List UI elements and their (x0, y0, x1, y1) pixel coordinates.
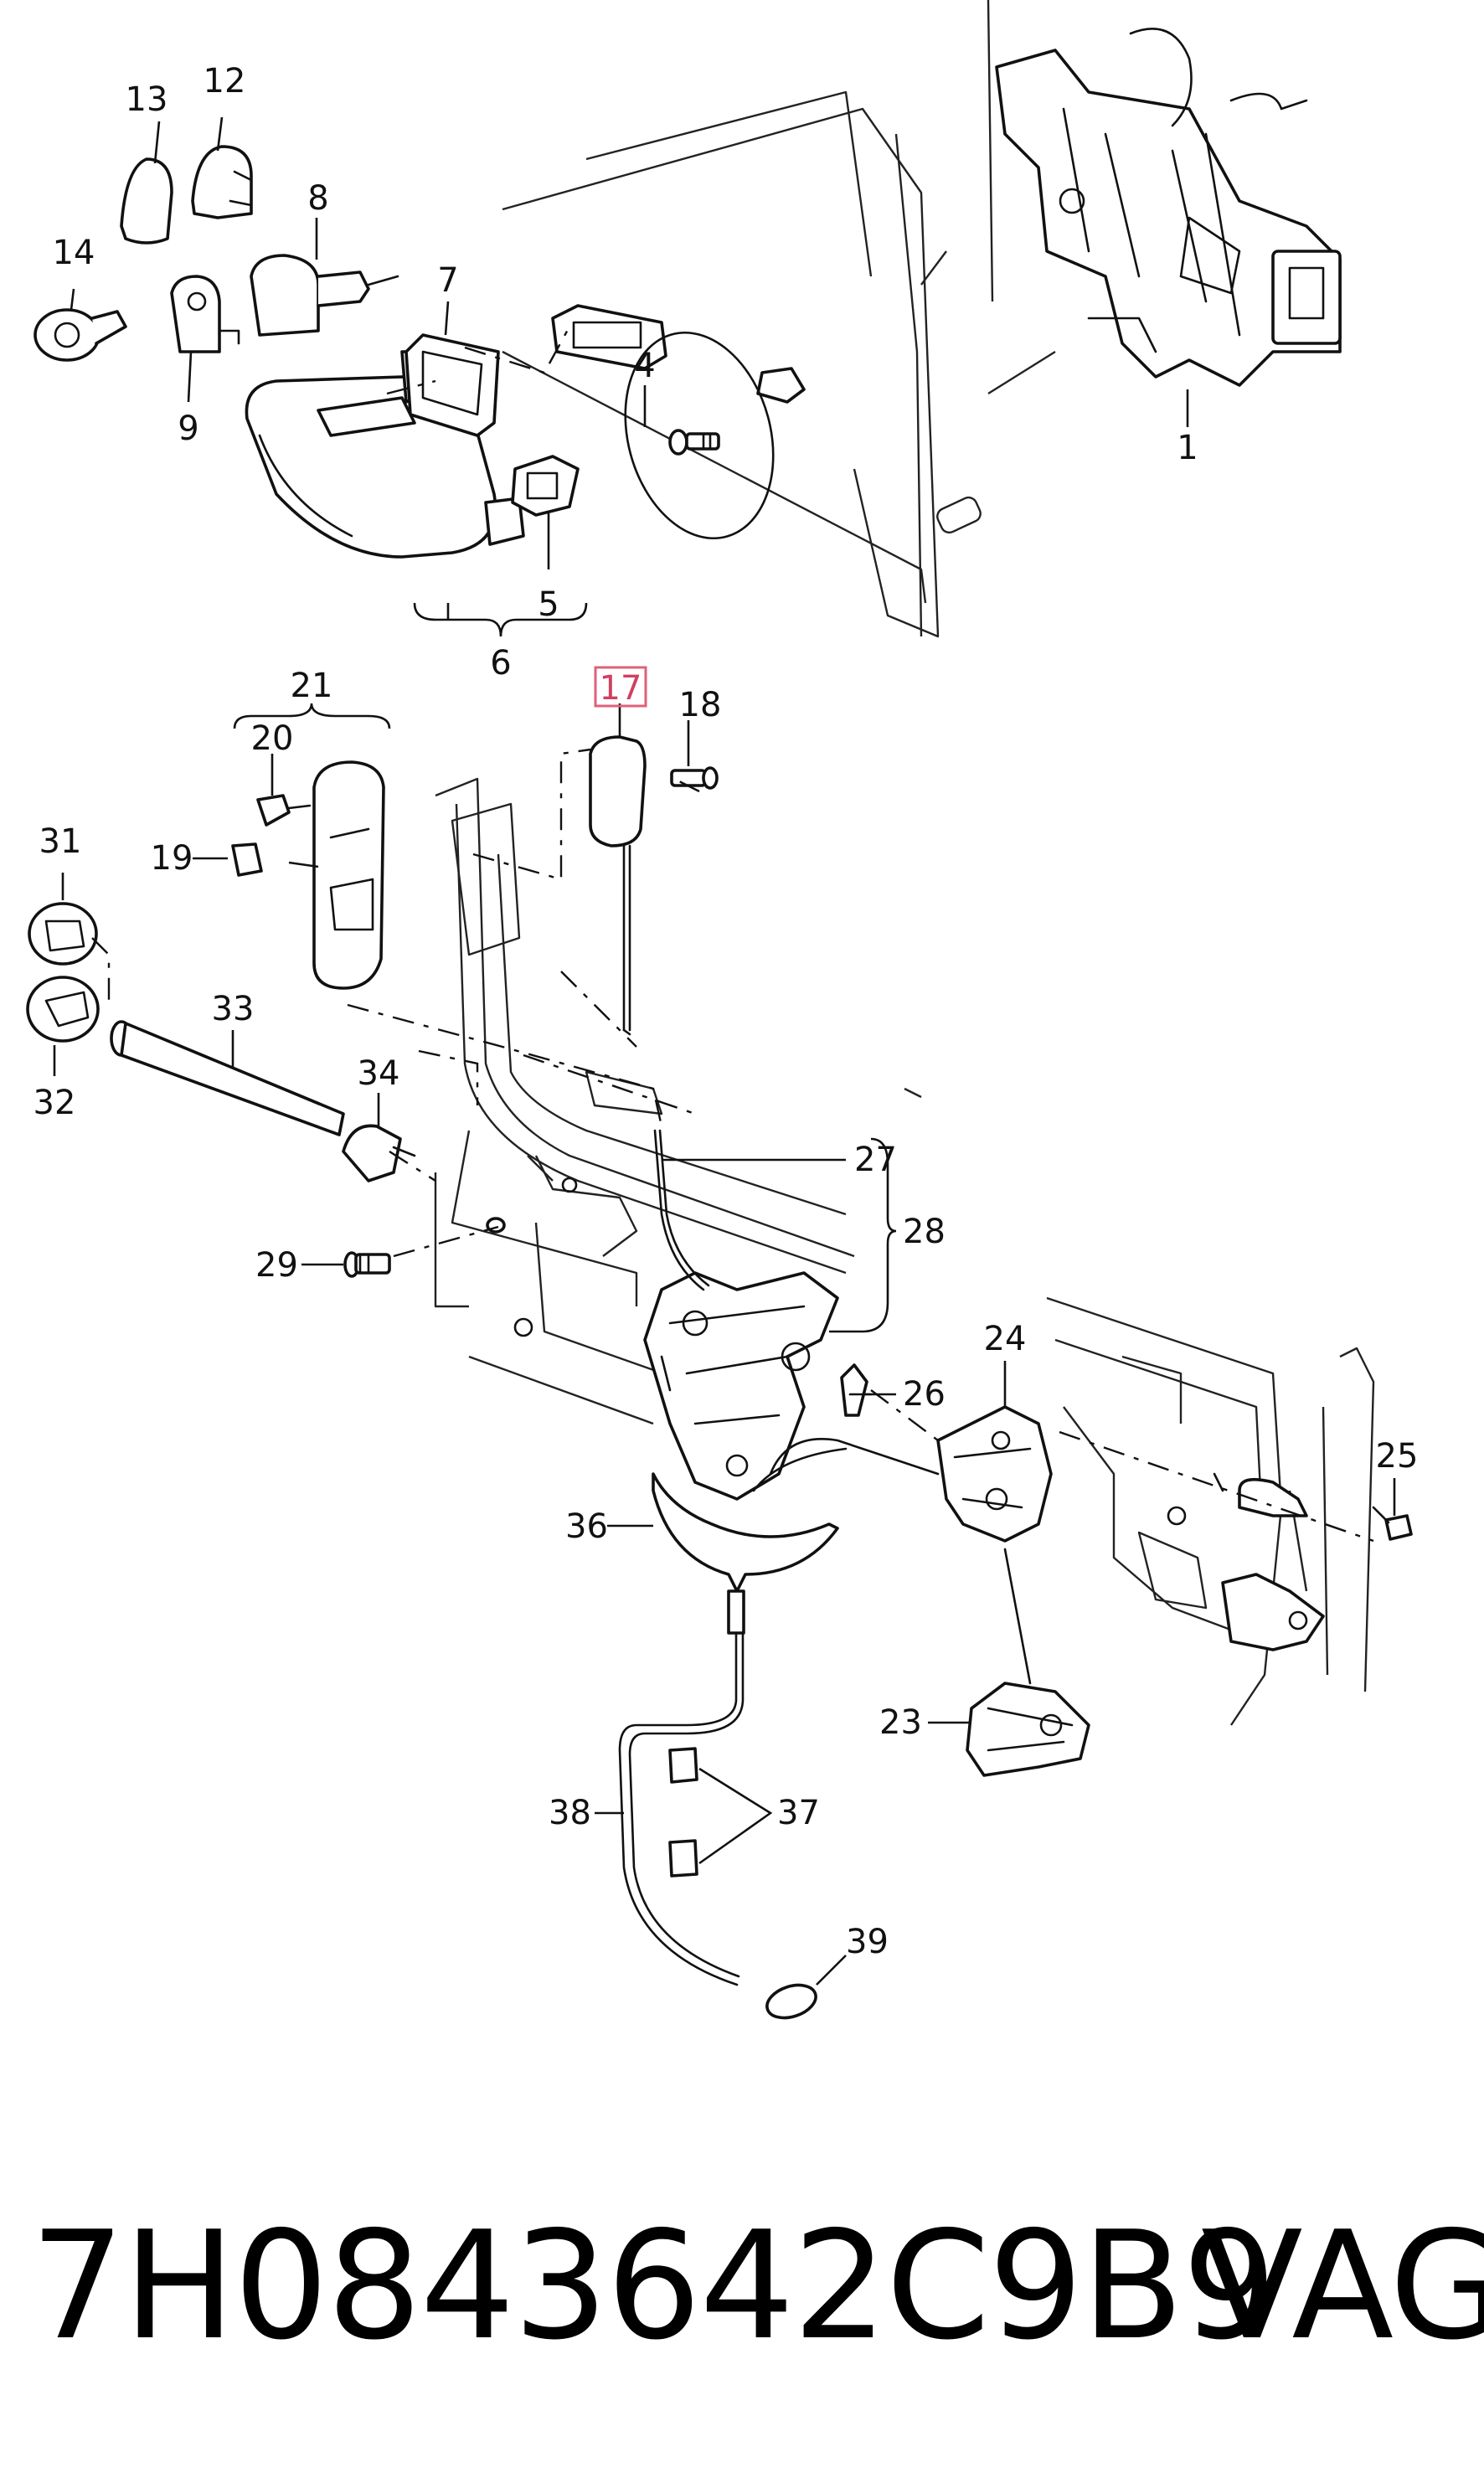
screw-20 (256, 794, 312, 827)
door-lock-28 (643, 1129, 889, 1501)
detail-circle-screw-4 (624, 331, 775, 540)
screw-25 (1372, 1506, 1413, 1541)
bezel-31 (28, 902, 98, 966)
leader-lines (53, 116, 1396, 1986)
callout-29: 29 (255, 1246, 298, 1285)
gasket-7 (404, 333, 500, 437)
callout-23: 23 (879, 1703, 922, 1742)
upper-door-panel (502, 0, 1056, 638)
cap-19 (231, 842, 263, 877)
lock-cylinder-8 (250, 254, 399, 337)
part-number: 7H0843642C9B9 (30, 2199, 1277, 2372)
lock-bracket-assembly (995, 28, 1342, 387)
callout-27: 27 (854, 1141, 897, 1179)
callout-28: 28 (903, 1213, 946, 1251)
locking-knob-17 (589, 735, 647, 1036)
callout-13: 13 (126, 80, 168, 119)
callout-8: 8 (307, 179, 328, 218)
callout-17: 17 (600, 669, 642, 708)
callout-32: 32 (33, 1084, 76, 1122)
latch-24 (886, 1405, 1053, 1543)
callout-5: 5 (538, 585, 559, 624)
bracket-9 (170, 275, 240, 353)
callout-19: 19 (151, 839, 193, 878)
callout-31: 31 (39, 822, 82, 861)
callout-21: 21 (291, 667, 333, 705)
lower-lock-23 (966, 1548, 1090, 1777)
callout-labels: 13 12 8 14 7 9 4 1 5 6 21 20 17 18 31 19… (33, 62, 1419, 1961)
callout-24: 24 (984, 1320, 1027, 1358)
lower-door-panel (434, 777, 922, 1425)
bezel-32 (26, 976, 100, 1043)
callout-17-highlight-box (594, 666, 647, 708)
callout-38: 38 (549, 1794, 591, 1832)
door-handle-recess (551, 304, 806, 404)
gasket-5 (511, 455, 580, 517)
clip-26 (840, 1363, 873, 1417)
callout-1: 1 (1177, 429, 1198, 467)
callout-14: 14 (53, 234, 95, 272)
brand-name: VAG (1201, 2199, 1484, 2372)
rod-33 (110, 1020, 345, 1136)
right-body-panel (1046, 1296, 1375, 1726)
cable-38 (618, 1631, 817, 2020)
part-number-footer: 7H0843642C9B9 VAG (30, 2194, 1484, 2378)
caps-37 (668, 1747, 698, 1878)
interior-handle-21 (312, 760, 385, 990)
callout-34: 34 (358, 1054, 400, 1093)
assembly-lines (91, 326, 1374, 1543)
cap-13 (120, 157, 173, 245)
callout-26: 26 (903, 1375, 946, 1414)
screw-18 (670, 766, 719, 790)
callout-12: 12 (204, 62, 246, 100)
bolt-29 (343, 1217, 506, 1278)
callout-18: 18 (679, 686, 722, 724)
lock-cap-14 (33, 308, 127, 362)
callout-36: 36 (565, 1507, 608, 1546)
lever-36 (652, 1472, 839, 1635)
callout-6: 6 (490, 644, 511, 683)
callout-4: 4 (634, 347, 655, 385)
callout-9: 9 (178, 410, 198, 448)
callout-33: 33 (212, 990, 255, 1028)
clip-34 (342, 1124, 416, 1182)
callout-20: 20 (251, 719, 294, 758)
callout-39: 39 (846, 1923, 889, 1961)
callout-7: 7 (437, 261, 458, 300)
callout-37: 37 (777, 1794, 820, 1832)
cap-12 (191, 145, 253, 219)
callout-25: 25 (1376, 1437, 1419, 1476)
